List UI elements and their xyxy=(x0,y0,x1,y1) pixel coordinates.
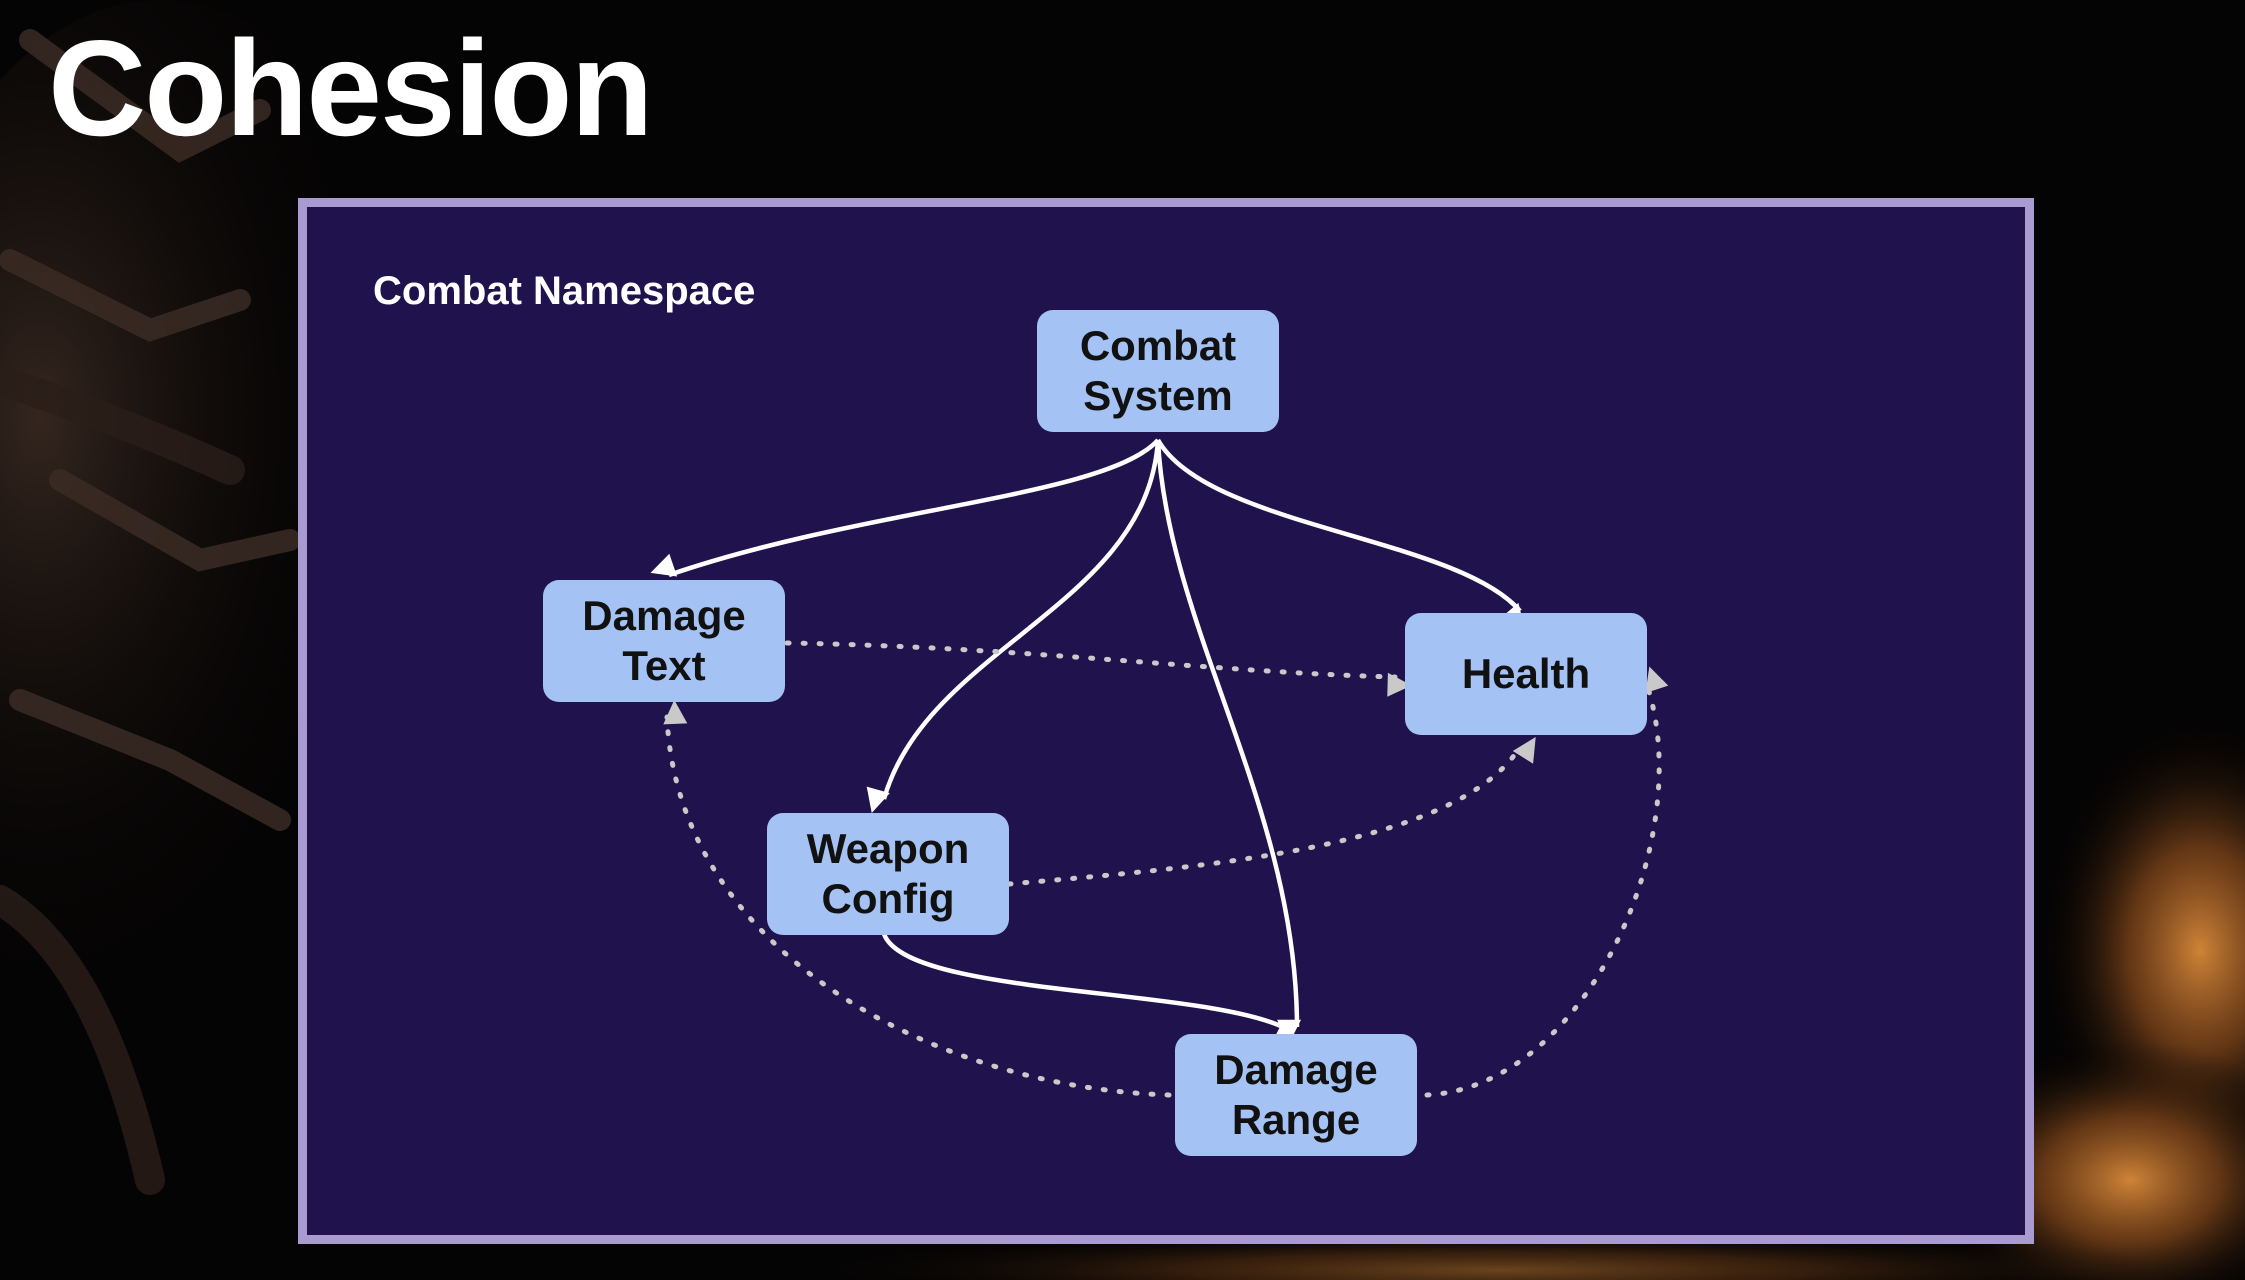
edge-combat-to-health xyxy=(1156,438,1525,629)
edge-weapon-config-to-health xyxy=(1006,737,1536,887)
edge-combat-to-damage-text xyxy=(650,438,1160,578)
combat-namespace-frame: Combat Namespace Combat System Damage xyxy=(298,198,2034,1244)
edge-combat-to-damage-range xyxy=(1155,439,1301,1044)
node-damage-range: Damage Range xyxy=(1175,1034,1417,1156)
edge-weapon-config-to-damage-range xyxy=(881,933,1299,1044)
namespace-label: Combat Namespace xyxy=(373,269,756,313)
node-health: Health xyxy=(1405,613,1647,735)
node-damage-text: Damage Text xyxy=(543,580,785,702)
edge-damage-range-to-health xyxy=(1424,666,1669,1098)
node-weapon-config: Weapon Config xyxy=(767,813,1009,935)
edge-combat-to-weapon-config xyxy=(866,439,1161,813)
node-combat-system: Combat System xyxy=(1037,310,1279,432)
diagram-edges xyxy=(650,438,1669,1098)
slide-title: Cohesion xyxy=(48,12,654,164)
edge-damage-text-to-health xyxy=(784,640,1412,697)
edge-damage-range-to-damage-text xyxy=(663,699,1172,1098)
